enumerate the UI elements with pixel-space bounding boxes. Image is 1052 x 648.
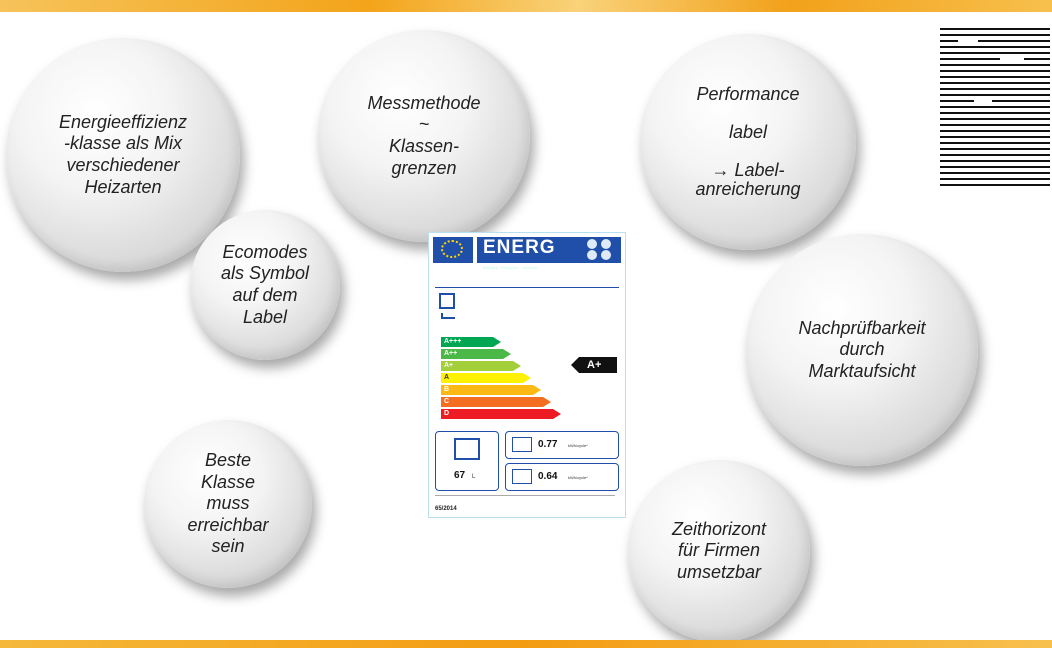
bubble-time-horizon: Zeithorizont für Firmen umsetzbar (628, 460, 810, 642)
class-bar: A++ (441, 349, 511, 359)
striped-thumbnail-image (940, 28, 1050, 188)
consumption-fan-box: 0.64 kWh/cycle* (505, 463, 619, 491)
volume-box: 67 L (435, 431, 499, 491)
consumption-1-value: 0.77 (538, 439, 558, 450)
language-dot-icon (601, 239, 611, 249)
bubble-performance-label: Performance label → Label- anreicherung (640, 34, 856, 250)
eu-flag-icon (433, 237, 473, 263)
class-bar: C (441, 397, 551, 407)
fan-heat-icon (512, 469, 532, 484)
label-divider (435, 287, 619, 288)
energy-label-header: ENERG Energia · Ενέργεια · энергия (477, 237, 621, 270)
bubble-measurement-text: Messmethode ~ Klassen- grenzen (367, 92, 481, 178)
bubble-time-horizon-text: Zeithorizont für Firmen umsetzbar (671, 518, 767, 582)
regulation-number: 65/2014 (435, 506, 457, 512)
eu-energy-label: ENERG Energia · Ενέργεια · энергия A+++ … (428, 232, 626, 518)
bubble-best-class: Beste Klasse muss erreichbar sein (144, 420, 312, 588)
class-bar: A+++ (441, 337, 501, 347)
oven-cavity-icon (454, 438, 480, 460)
bubble-best-class-text: Beste Klasse muss erreichbar sein (187, 450, 269, 557)
consumption-2-value: 0.64 (538, 471, 558, 482)
language-dot-icon (601, 250, 611, 260)
bubble-performance-label-text: Performance label → Label- anreicherung (695, 84, 801, 199)
consumption-conventional-box: 0.77 kWh/cycle* (505, 431, 619, 459)
rating-arrow: A+ (571, 357, 617, 373)
bubble-measurement: Messmethode ~ Klassen- grenzen (318, 30, 530, 242)
language-dot-icon (587, 239, 597, 249)
class-bar: A+ (441, 361, 521, 371)
class-bar: B (441, 385, 541, 395)
bubble-verifiability-text: Nachprüfbarkeit durch Marktaufsicht (798, 317, 926, 381)
bubble-verifiability: Nachprüfbarkeit durch Marktaufsicht (746, 234, 978, 466)
class-bar: A (441, 373, 531, 383)
conventional-heat-icon (512, 437, 532, 452)
bottom-decor-bar (0, 640, 1052, 648)
bubble-energy-class: Energieeffizienz -klasse als Mix verschi… (6, 38, 240, 272)
bubble-energy-class-text: Energieeffizienz -klasse als Mix verschi… (58, 111, 188, 197)
energy-label-header-text: ENERG (483, 237, 556, 258)
electric-plug-icon (441, 313, 455, 319)
consumption-2-unit: kWh/cycle* (568, 475, 588, 480)
bubble-ecomodes: Ecomodes als Symbol auf dem Label (190, 210, 340, 360)
fine-print (435, 495, 615, 504)
class-bar: D (441, 409, 561, 419)
bubble-ecomodes-text: Ecomodes als Symbol auf dem Label (220, 241, 310, 327)
consumption-1-unit: kWh/cycle* (568, 443, 588, 448)
volume-value: 67 (454, 470, 466, 481)
volume-unit: L (472, 474, 476, 480)
top-decor-bar (0, 0, 1052, 12)
energy-label-header-sub: Energia · Ενέργεια · энергия (483, 265, 538, 270)
oven-icon (439, 293, 455, 309)
language-dot-icon (587, 250, 597, 260)
